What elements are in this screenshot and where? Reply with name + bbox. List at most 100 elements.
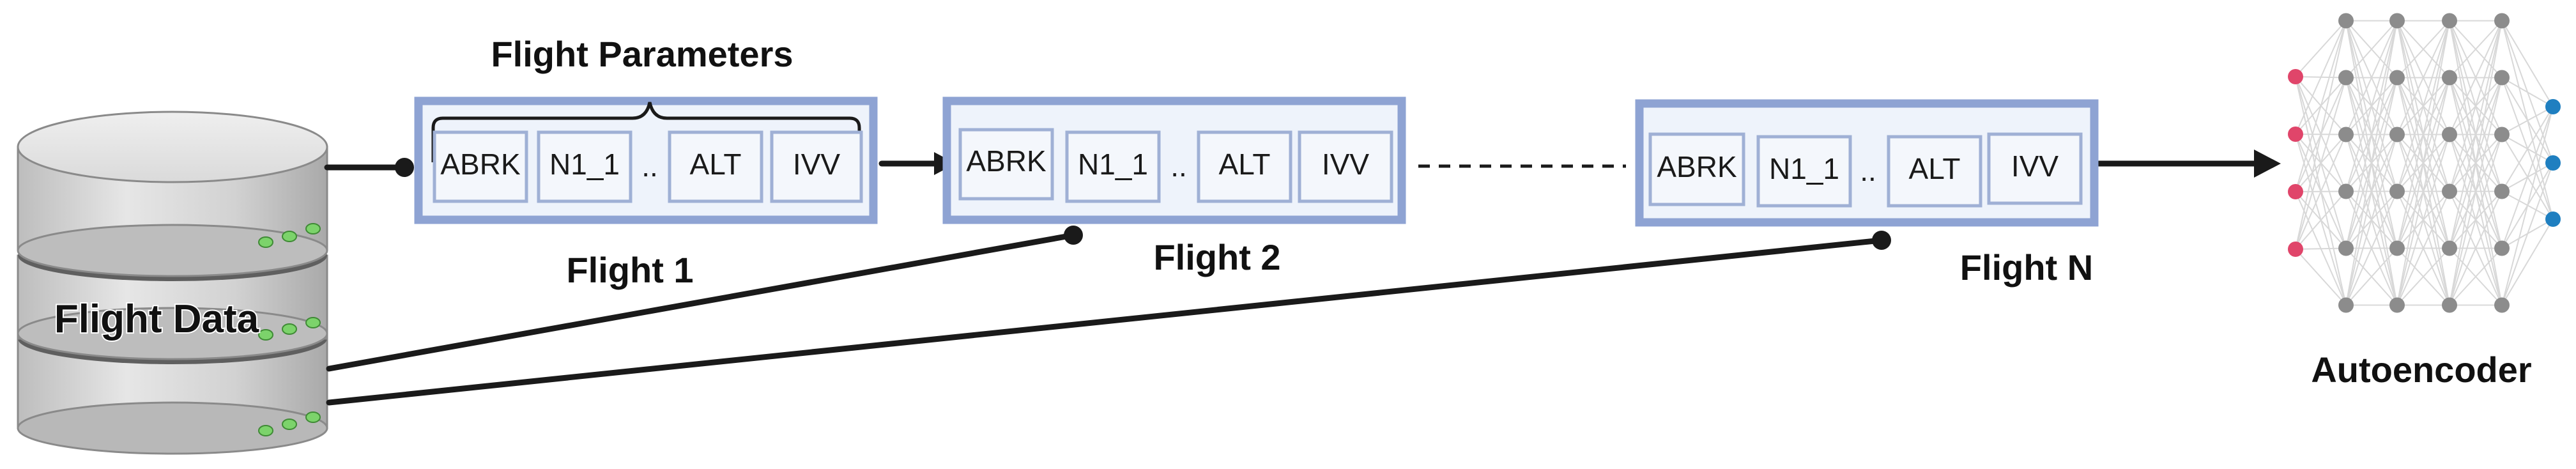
autoencoder-edge xyxy=(2449,191,2503,305)
autoencoder-edge xyxy=(2449,134,2503,305)
autoencoder-hidden-node xyxy=(2338,127,2354,142)
autoencoder-edge xyxy=(2396,134,2450,305)
param-ellipsis: .. xyxy=(1170,150,1187,183)
param-cell xyxy=(1648,132,1745,206)
autoencoder-hidden-node xyxy=(2494,127,2510,142)
autoencoder-edge xyxy=(2396,20,2450,135)
autoencoder-output-node xyxy=(2545,211,2561,227)
autoencoder-hidden-node xyxy=(2389,240,2405,256)
db-to-flight2-line xyxy=(326,232,1077,372)
connector-endpoints xyxy=(395,150,2281,250)
autoencoder-edge xyxy=(2295,249,2347,306)
database-label: Flight Data xyxy=(54,297,259,341)
autoencoder-edge xyxy=(2449,77,2503,305)
autoencoder-edge xyxy=(2396,20,2450,192)
autoencoder-edge xyxy=(2449,20,2503,305)
param-label: N1_1 xyxy=(1769,152,1839,185)
autoencoder-edge xyxy=(2396,20,2450,249)
param-label: N1_1 xyxy=(549,148,620,181)
autoencoder-edge xyxy=(2295,20,2347,77)
autoencoder-label: Autoencoder xyxy=(2311,350,2531,390)
autoencoder-hidden-node xyxy=(2389,13,2405,29)
autoencoder-edge xyxy=(2345,20,2398,305)
arrow-to-autoencoder-icon xyxy=(2254,150,2281,178)
param-cell xyxy=(958,128,1054,201)
autoencoder-edge xyxy=(2295,247,2347,250)
param-label: ALT xyxy=(690,148,742,181)
param-cell xyxy=(1298,130,1393,203)
param-cell xyxy=(1065,130,1161,203)
param-label: ALT xyxy=(1219,148,1271,181)
autoencoder-edge xyxy=(2501,162,2554,305)
flight-1-label: Flight 1 xyxy=(566,250,693,290)
autoencoder-hidden-node xyxy=(2389,183,2405,199)
autoencoder-edge xyxy=(2295,77,2347,250)
param-cell xyxy=(1887,135,1982,208)
autoencoder-edge xyxy=(2396,77,2450,305)
autoencoder-edge xyxy=(2449,20,2503,249)
autoencoder-edge xyxy=(2295,20,2347,192)
autoencoder-hidden-node xyxy=(2494,70,2510,86)
autoencoder-hidden-node xyxy=(2442,127,2457,142)
flight-2-frame: ABRK N1_1 .. ALT IVV xyxy=(942,96,1406,224)
autoencoder-output-node xyxy=(2545,155,2561,171)
autoencoder-hidden-node xyxy=(2338,240,2354,256)
autoencoder-edge xyxy=(2345,191,2398,305)
autoencoder-edge xyxy=(2449,247,2503,306)
autoencoder-edge xyxy=(2345,77,2398,305)
autoencoder-hidden-node xyxy=(2338,70,2354,86)
autoencoder-hidden-node xyxy=(2442,70,2457,86)
autoencoder-edge xyxy=(2449,20,2503,79)
autoencoder-hidden-node xyxy=(2389,70,2405,86)
database-leds xyxy=(258,223,321,436)
autoencoder-edge xyxy=(2295,20,2347,135)
autoencoder-hidden-node xyxy=(2389,127,2405,142)
param-cell xyxy=(1197,130,1292,203)
param-label: ALT xyxy=(1909,152,1961,185)
autoencoder-edge xyxy=(2345,247,2398,306)
autoencoder-hidden-node xyxy=(2494,240,2510,256)
autoencoder-edge xyxy=(2396,20,2450,305)
param-cell xyxy=(1987,132,2083,205)
autoencoder-edge xyxy=(2501,77,2554,107)
flight-n-frame: ABRK N1_1 .. ALT IVV xyxy=(1635,99,2099,227)
autoencoder-hidden-node xyxy=(2494,297,2510,313)
flight-1-frame: ABRK N1_1 .. ALT IVV xyxy=(414,96,878,224)
autoencoder-edge xyxy=(2396,247,2450,306)
flight-n-label: Flight N xyxy=(1960,247,2093,288)
autoencoder-edge xyxy=(2449,20,2503,135)
param-label: ABRK xyxy=(1657,150,1737,183)
database-icon xyxy=(17,111,328,455)
autoencoder-edge xyxy=(2501,106,2554,135)
autoencoder-hidden-node xyxy=(2442,240,2457,256)
autoencoder-edge xyxy=(2345,20,2398,135)
autoencoder-edge xyxy=(2501,219,2554,306)
param-label: ABRK xyxy=(440,148,521,181)
autoencoder-input-node xyxy=(2288,127,2303,142)
param-cell xyxy=(537,130,632,203)
db-to-flightN-dot xyxy=(1872,231,1891,250)
param-label: ABRK xyxy=(966,144,1046,178)
param-label: IVV xyxy=(1322,148,1369,181)
autoencoder-hidden-node xyxy=(2442,183,2457,199)
autoencoder-hidden-node xyxy=(2494,13,2510,29)
autoencoder-nodes xyxy=(2288,13,2561,313)
autoencoder-edge xyxy=(2345,134,2398,305)
autoencoder-edge xyxy=(2396,191,2450,305)
db-to-flightN-line xyxy=(326,237,1885,406)
param-ellipsis: .. xyxy=(641,150,658,183)
autoencoder-hidden-node xyxy=(2338,13,2354,29)
autoencoder-edge xyxy=(2501,20,2554,107)
flight-2-label: Flight 2 xyxy=(1153,237,1280,277)
flight-parameters-label: Flight Parameters xyxy=(491,34,793,74)
db-to-flight1-dot xyxy=(395,158,414,177)
autoencoder-edge xyxy=(2345,20,2398,249)
param-cell xyxy=(668,130,763,203)
param-cell xyxy=(770,130,863,203)
autoencoder-network-icon xyxy=(2288,13,2561,313)
autoencoder-edge xyxy=(2345,20,2398,192)
autoencoder-output-node xyxy=(2545,99,2561,114)
connectors xyxy=(324,160,2258,406)
db-to-flight2-dot xyxy=(1064,226,1083,245)
